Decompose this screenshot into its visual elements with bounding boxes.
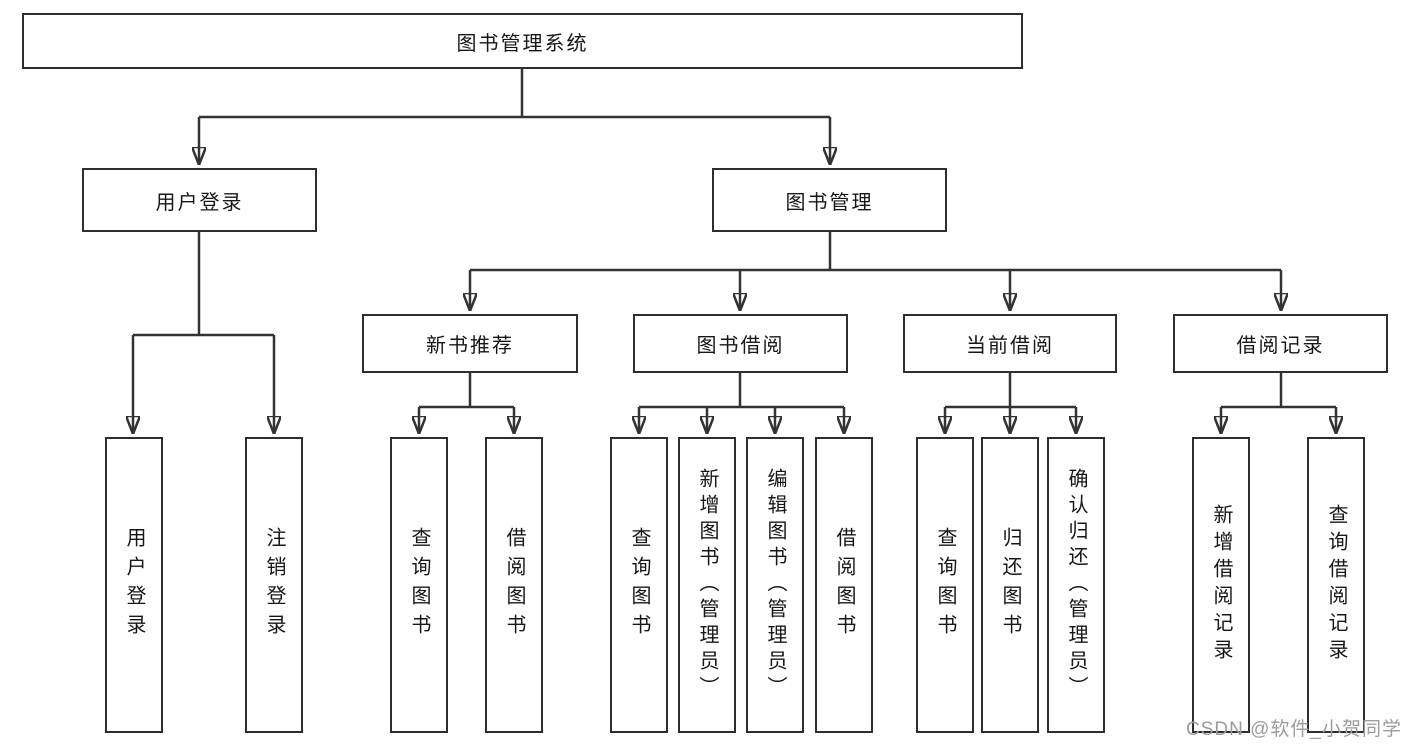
connector-borrow-records [1221,373,1336,409]
connector-book-borrowing [639,373,844,409]
node-book-management: 图书管理 [712,168,947,232]
node-root: 图书管理系统 [22,13,1023,69]
node-current-borrowing-label: 当前借阅 [966,335,1054,357]
leaf-add-borrow-record: 新增借阅记录 [1192,437,1250,733]
leaf-user-login: 用户登录 [105,437,163,733]
leaf-add-borrow-record-label: 新增借阅记录 [1210,504,1232,666]
leaf-query-books: 查询图书 [610,437,668,733]
leaf-borrow-books-label: 借阅图书 [833,527,855,643]
connector-root [199,69,830,119]
node-root-label: 图书管理系统 [456,32,589,55]
leaf-query-books: 查询图书 [916,437,974,733]
connector-user-login [133,232,274,337]
leaf-query-borrow-record-label: 查询借阅记录 [1325,504,1347,666]
node-book-borrowing: 图书借阅 [633,314,848,373]
node-book-management-label: 图书管理 [785,191,874,214]
node-book-borrowing-label: 图书借阅 [696,335,785,357]
leaf-confirm-return-admin-label: 确认归还（管理员） [1065,468,1087,702]
leaf-add-books-admin: 新增图书（管理员） [678,437,736,733]
leaf-confirm-return-admin: 确认归还（管理员） [1047,437,1105,733]
node-current-borrowing: 当前借阅 [903,314,1117,373]
leaf-query-books-label: 查询图书 [934,527,956,643]
node-borrow-records: 借阅记录 [1173,314,1388,373]
leaf-return-books-label: 归还图书 [999,527,1021,643]
leaf-query-books-label: 查询图书 [628,527,650,643]
leaf-user-login-label: 用户登录 [123,527,145,643]
leaf-edit-books-admin: 编辑图书（管理员） [746,437,804,733]
leaf-query-borrow-record: 查询借阅记录 [1307,437,1365,733]
leaf-query-books-label: 查询图书 [408,527,430,643]
node-user-login-label: 用户登录 [155,191,244,214]
leaf-query-books: 查询图书 [390,437,448,733]
leaf-logout: 注销登录 [245,437,303,733]
leaf-edit-books-admin-label: 编辑图书（管理员） [764,468,786,702]
connector-book-management [470,232,1281,272]
leaf-add-books-admin-label: 新增图书（管理员） [696,468,718,702]
node-new-book-recommend: 新书推荐 [362,314,578,373]
leaf-borrow-books: 借阅图书 [815,437,873,733]
csdn-watermark: CSDN @软件_小贺同学 [1186,719,1402,740]
node-borrow-records-label: 借阅记录 [1236,335,1325,357]
connector-new-book-recommend [419,373,514,409]
node-new-book-recommend-label: 新书推荐 [426,335,514,357]
node-user-login: 用户登录 [82,168,317,232]
leaf-return-books: 归还图书 [981,437,1039,733]
connector-current-borrowing [945,373,1076,409]
leaf-logout-label: 注销登录 [263,527,285,643]
leaf-borrow-books-label: 借阅图书 [503,527,525,643]
leaf-borrow-books: 借阅图书 [485,437,543,733]
